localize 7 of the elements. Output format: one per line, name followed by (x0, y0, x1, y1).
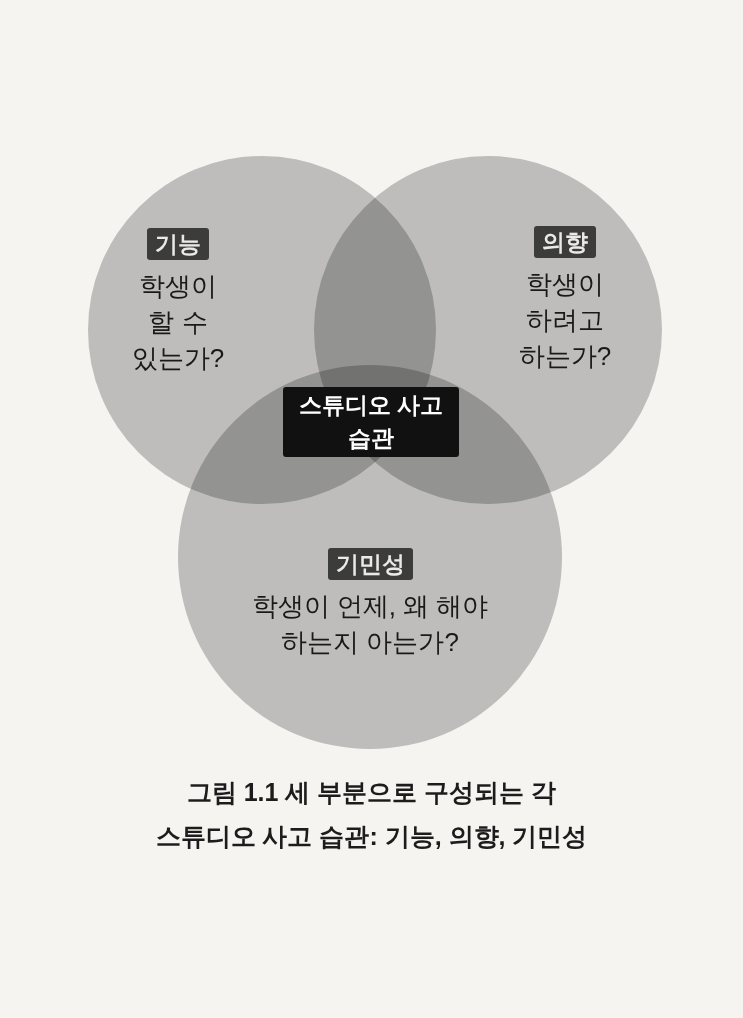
question-text: 학생이 할 수 있는가? (130, 270, 226, 375)
category-heading: 의향 (534, 226, 596, 258)
question-text: 학생이 언제, 왜 해야 하는지 아는가? (250, 590, 490, 659)
category-heading: 기능 (147, 228, 209, 260)
question-text: 학생이 하려고 하는가? (517, 268, 613, 373)
category-heading: 기민성 (327, 548, 413, 580)
figure-caption: 그림 1.1 세 부분으로 구성되는 각 스튜디오 사고 습관: 기능, 의향, 기민성 (154, 777, 589, 852)
